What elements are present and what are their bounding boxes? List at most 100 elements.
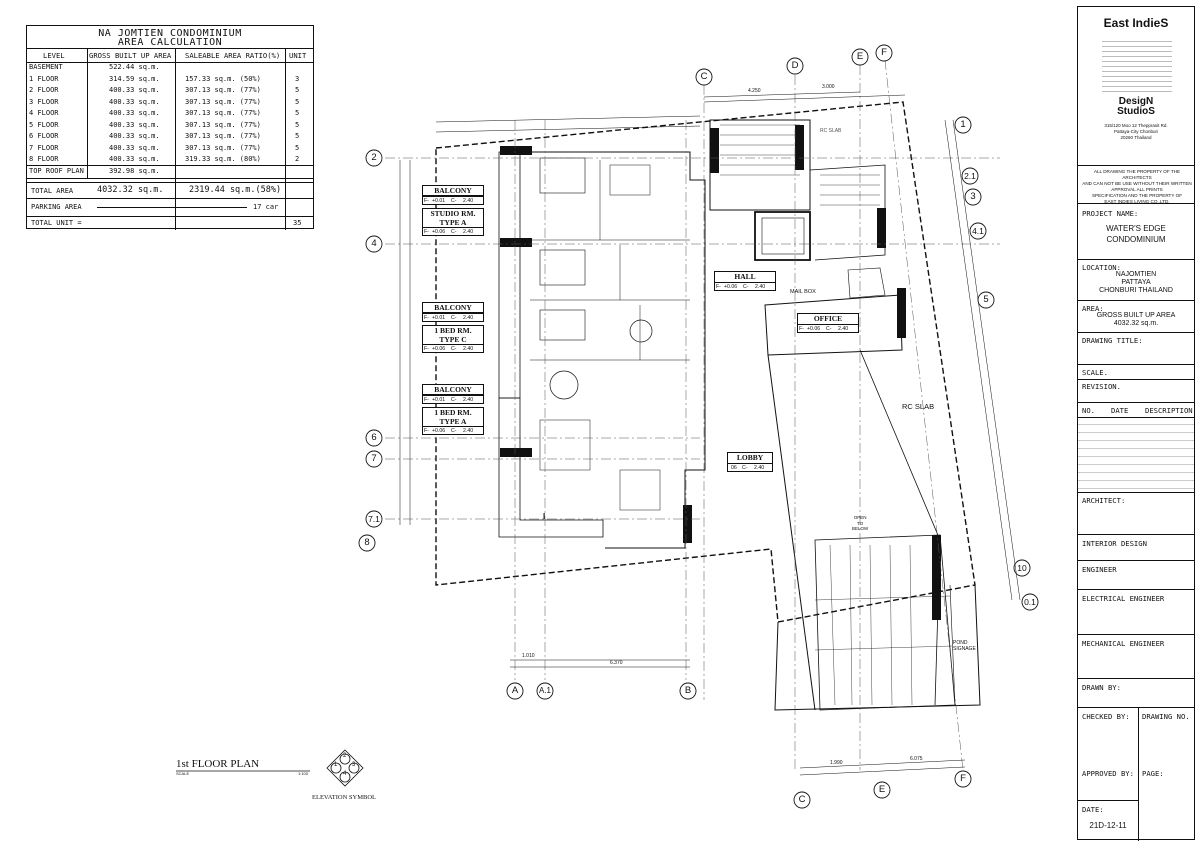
room-label-balcony: BALCONY	[422, 384, 484, 395]
col-header-gross: GROSS BUILT UP AREA	[89, 51, 172, 60]
grid-label-b: B	[684, 685, 692, 696]
elev-number: 4	[343, 771, 347, 777]
grid-label-0-1: 0.1	[1024, 597, 1036, 607]
plan-title: 1st FLOOR PLAN	[176, 758, 260, 770]
interior-design-label: INTERIOR DESIGN	[1082, 539, 1147, 548]
row-divider	[27, 165, 313, 166]
row-divider	[27, 178, 313, 179]
electrical-engineer-label: ELECTRICAL ENGINEER	[1082, 594, 1165, 603]
grid-label-8: 8	[364, 537, 370, 548]
drawing-no-label: DRAWING NO.	[1142, 712, 1190, 721]
page-label: PAGE:	[1142, 769, 1164, 778]
grid-label-a1: A.1	[538, 686, 551, 695]
mechanical-engineer-label: MECHANICAL ENGINEER	[1082, 639, 1165, 648]
total-row: TOTAL AREA 4032.32 sq.m. 2319.44 sq.m.(5…	[31, 185, 282, 195]
project-name-label: PROJECT NAME:	[1082, 209, 1139, 218]
row-divider	[27, 198, 313, 199]
dim-text: 6.075	[910, 756, 923, 762]
dim-text: 4.250	[748, 88, 761, 94]
dim-text: 6.370	[610, 660, 623, 666]
elev-number: 3	[352, 762, 356, 768]
plan-scale-value: 1:100	[298, 771, 309, 776]
grid-label-7-1: 7.1	[368, 514, 380, 524]
date-label: DATE:	[1082, 805, 1104, 814]
revision-description: DESCRIPTION	[1145, 406, 1193, 415]
grid-label-1: 1	[960, 119, 966, 130]
grid-label-f: F	[881, 47, 887, 58]
col-header-saleable: SALEABLE AREA RATIO(%)	[185, 51, 281, 60]
grid-label-f-bottom: F	[960, 773, 966, 784]
company-logo-icon	[1102, 37, 1172, 92]
drawing-title-label: DRAWING TITLE:	[1082, 336, 1143, 345]
dim-text: 1.990	[830, 760, 843, 766]
grid-label-e-bottom: E	[878, 784, 886, 795]
grid-label-a: A	[511, 685, 519, 696]
company-address: 315/120 Moo 12 Thepprasit Rd.Pattaya-Cit…	[1104, 123, 1168, 140]
table-title-line2: AREA CALCULATION	[117, 37, 223, 48]
revision-grid	[1078, 419, 1194, 489]
grid-label-7: 7	[371, 453, 377, 464]
row-divider	[27, 216, 313, 217]
checked-by-label: CHECKED BY:	[1082, 712, 1130, 721]
company-name: East IndieS	[1103, 16, 1169, 30]
section-mark: I	[543, 512, 546, 521]
revision-date: DATE	[1111, 406, 1129, 415]
col-divider	[175, 48, 176, 230]
table-header: LEVEL GROSS BUILT UP AREA SALEABLE AREA …	[27, 48, 313, 63]
project-name-line2: CONDOMINIUM	[1106, 235, 1166, 244]
area-label: AREA:	[1082, 304, 1104, 313]
note-rc-slab: RC SLAB	[902, 402, 935, 411]
revision-label: REVISION.	[1082, 382, 1121, 391]
col-header-unit: UNIT	[289, 51, 307, 60]
col-divider	[285, 48, 286, 230]
scale-label: SCALE.	[1082, 368, 1108, 377]
drawn-by-label: DRAWN BY:	[1082, 683, 1121, 692]
project-name-line1: WATER'S EDGE	[1106, 224, 1166, 233]
col-header-level: LEVEL	[43, 51, 65, 60]
grid-label-4-1: 4.1	[972, 226, 984, 236]
note-mail-box: MAIL BOX	[790, 289, 816, 295]
dim-text: 1.010	[522, 653, 535, 659]
grid-label-4: 4	[371, 238, 377, 249]
room-label-balcony: BALCONY	[422, 302, 484, 313]
plan-scale-word: SCALE	[176, 771, 190, 776]
company-name-3: StudioS	[1117, 106, 1155, 117]
grid-label-10: 10	[1017, 563, 1027, 573]
revision-no: NO.	[1082, 406, 1095, 415]
engineer-label: ENGINEER	[1082, 565, 1117, 574]
grid-label-3: 3	[970, 191, 976, 202]
grid-label-e: E	[856, 51, 864, 62]
company-name-2: DesigN	[1118, 96, 1154, 107]
date-value: 21D-12-11	[1089, 821, 1127, 830]
col-divider	[87, 48, 88, 178]
row-divider	[27, 182, 313, 183]
copyright-notice: ALL DRAWING THE PROPERTY OF THE ARCHITEC…	[1082, 169, 1192, 204]
grid-label-c-bottom: C	[798, 794, 806, 805]
parking-row: PARKING AREA 17 car	[31, 203, 279, 211]
area-calculation-table: NA JOMTIEN CONDOMINIUM AREA CALCULATION …	[26, 25, 314, 230]
table-title-line1: NA JOMTIEN CONDOMINIUM	[98, 28, 242, 39]
total-unit-row: TOTAL UNIT = 35	[31, 219, 302, 227]
room-label-studio-type-a: STUDIO RM.TYPE A	[422, 208, 484, 228]
